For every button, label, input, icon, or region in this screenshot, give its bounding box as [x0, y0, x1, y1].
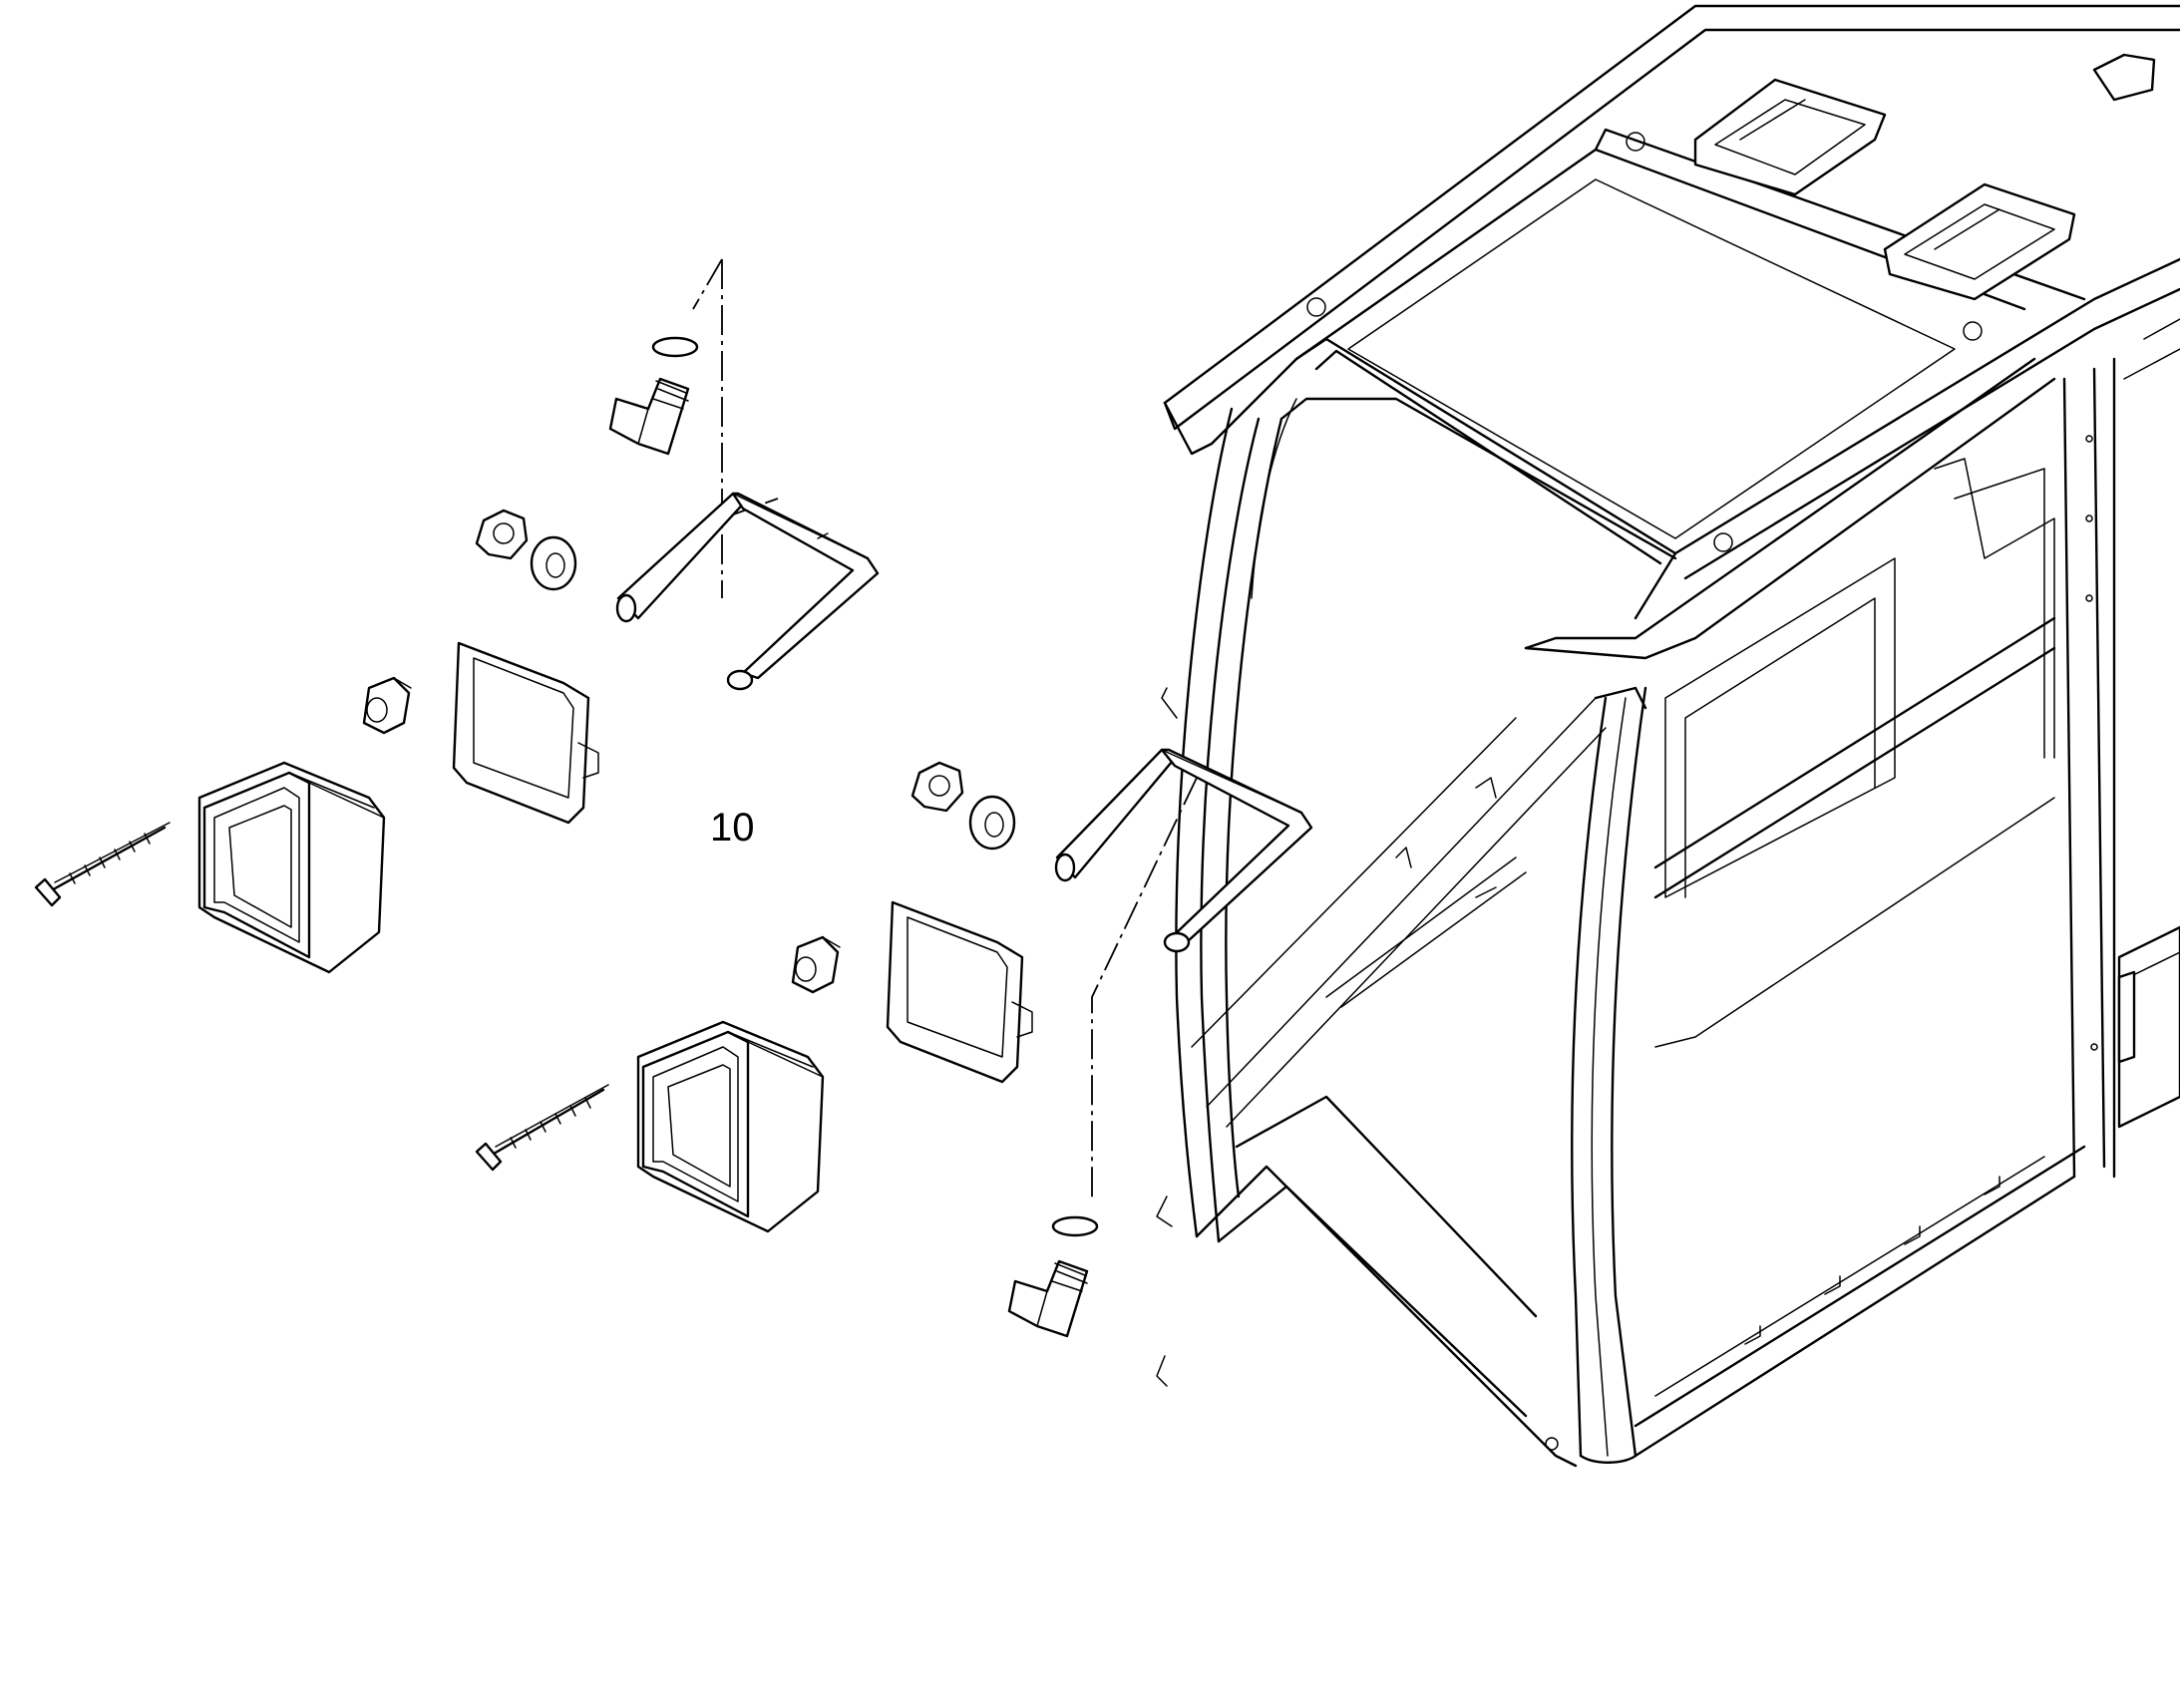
- lower-lamp-gasket: [886, 900, 1033, 1084]
- lower-light-bracket: [1054, 748, 1313, 953]
- lower-lamp-assembly: [475, 900, 1033, 1233]
- upper-lock-washer: [530, 535, 577, 591]
- lower-lamp-screw: [475, 1084, 609, 1172]
- lower-work-lamp: [636, 1020, 825, 1233]
- upper-work-lamp: [197, 761, 386, 974]
- lower-lock-washer: [968, 795, 1016, 851]
- upper-o-ring: [651, 336, 699, 358]
- upper-nut: [475, 509, 529, 560]
- lower-bolt: [1007, 1259, 1089, 1338]
- upper-grommet: [362, 676, 412, 735]
- upper-lamp-screw: [34, 822, 171, 907]
- lower-nut: [910, 761, 964, 813]
- upper-bolt: [608, 377, 690, 456]
- lower-bracket-assembly: [910, 748, 1313, 1338]
- upper-lamp-gasket: [452, 641, 599, 825]
- cab-frame: [1156, 4, 2180, 1468]
- upper-lamp-assembly: [34, 641, 599, 974]
- upper-light-bracket: [615, 492, 880, 691]
- callout-number: 10: [710, 806, 755, 850]
- upper-bracket-assembly: [475, 336, 880, 691]
- lower-o-ring: [1051, 1215, 1099, 1237]
- lower-grommet: [791, 935, 841, 994]
